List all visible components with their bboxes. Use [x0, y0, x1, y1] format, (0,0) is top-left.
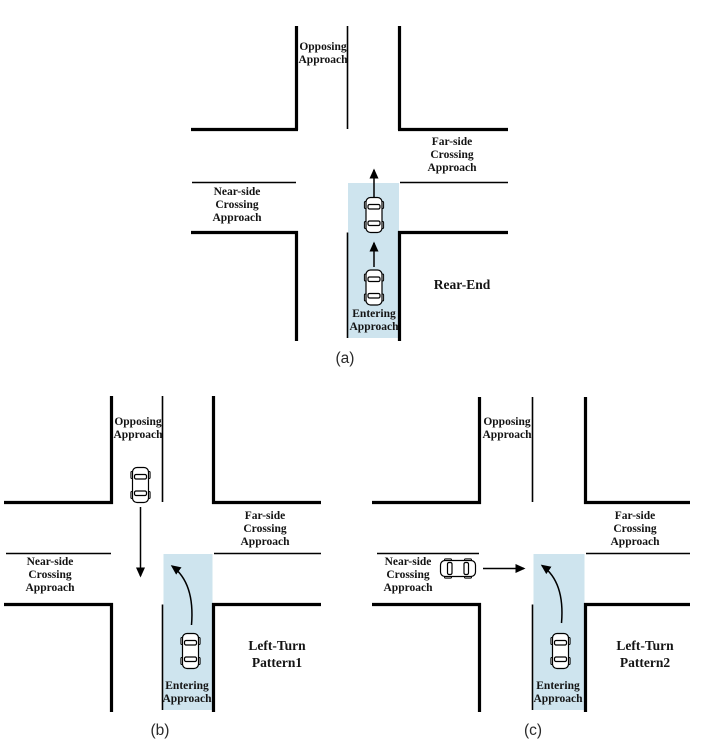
entering-approach-lane-highlight-b — [163, 554, 213, 710]
label-near-side-crossing-approach-b: Near-side Crossing Approach — [25, 556, 75, 594]
label-entering-approach-b: Entering Approach — [162, 680, 212, 705]
left-turn-arrow-icon — [170, 565, 193, 626]
label-near-side-crossing-approach-a: Near-side Crossing Approach — [212, 186, 262, 224]
label-near-side-crossing-approach-c: Near-side Crossing Approach — [383, 556, 433, 594]
left-turn-arrow-icon — [540, 564, 563, 624]
label-opposing-approach-b: Opposing Approach — [113, 416, 163, 441]
car-icon — [363, 196, 385, 234]
caption-b: (b) — [150, 722, 170, 739]
caption-c: (c) — [523, 722, 543, 739]
label-far-side-crossing-approach-c: Far-side Crossing Approach — [610, 510, 660, 548]
car-icon — [439, 558, 477, 579]
entering-approach-lane-highlight-c — [533, 554, 585, 710]
roads-a — [191, 26, 508, 341]
label-crash-type-left-turn-pattern1: Left-Turn Pattern1 — [248, 638, 306, 670]
car-icon — [130, 466, 151, 504]
label-entering-approach-c: Entering Approach — [533, 680, 583, 705]
caption-a: (a) — [335, 350, 355, 367]
roads-c — [372, 397, 690, 712]
label-opposing-approach-c: Opposing Approach — [482, 416, 532, 441]
label-crash-type-left-turn-pattern2: Left-Turn Pattern2 — [616, 638, 674, 670]
roads-b — [4, 396, 321, 712]
diagram-a-graphics — [191, 26, 508, 341]
car-icon — [180, 632, 201, 670]
label-opposing-approach-a: Opposing Approach — [298, 41, 348, 66]
car-icon — [550, 632, 571, 670]
label-far-side-crossing-approach-a: Far-side Crossing Approach — [427, 136, 477, 174]
label-entering-approach-a: Entering Approach — [349, 308, 399, 333]
diagram-b-graphics — [4, 396, 321, 712]
diagram-c-graphics — [372, 397, 690, 712]
car-icon — [363, 269, 385, 306]
label-crash-type-rear-end: Rear-End — [433, 277, 491, 292]
label-far-side-crossing-approach-b: Far-side Crossing Approach — [240, 510, 290, 548]
